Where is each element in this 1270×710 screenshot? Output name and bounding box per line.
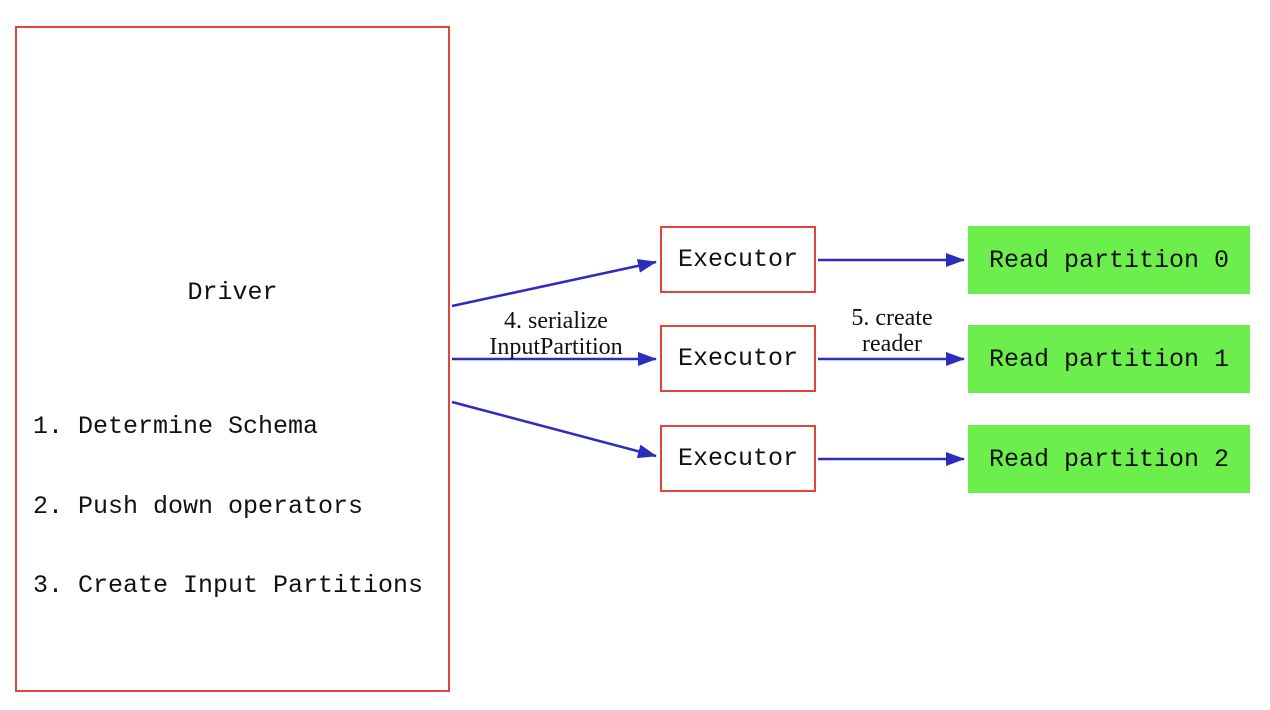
read-partition-label-2: Read partition 2 bbox=[988, 444, 1230, 474]
edge-label-reader-line1: 5. create bbox=[851, 305, 933, 331]
edge-label-serialize-line1: 4. serialize bbox=[504, 308, 608, 334]
executor-label-0: Executor bbox=[677, 245, 799, 274]
driver-step-create-input-partitions: 3. Create Input Partitions bbox=[33, 571, 424, 600]
executor-label-2: Executor bbox=[677, 444, 799, 473]
arrow-driver-to-executor-2 bbox=[451, 400, 657, 459]
executor-label-1: Executor bbox=[677, 344, 799, 373]
edge-label-create-reader: 5. create reader bbox=[802, 305, 982, 357]
executor-box-0: Executor bbox=[660, 226, 816, 293]
driver-step-push-down-operators: 2. Push down operators bbox=[33, 491, 364, 521]
edge-label-serialize-inputpartition: 4. serialize InputPartition bbox=[446, 308, 666, 360]
arrow-driver-to-executor-0 bbox=[451, 258, 657, 308]
read-partition-box-0: Read partition 0 bbox=[968, 226, 1250, 294]
driver-title: Driver bbox=[187, 278, 278, 307]
read-partition-label-0: Read partition 0 bbox=[988, 245, 1230, 275]
executor-box-2: Executor bbox=[660, 425, 816, 492]
read-partition-box-1: Read partition 1 bbox=[968, 325, 1250, 393]
read-partition-box-2: Read partition 2 bbox=[968, 425, 1250, 493]
driver-box: Driver 1. Determine Schema 2. Push down … bbox=[15, 26, 450, 692]
driver-steps-list: 1. Determine Schema 2. Push down operato… bbox=[33, 361, 423, 653]
read-partition-label-1: Read partition 1 bbox=[988, 344, 1230, 374]
edge-label-reader-line2: reader bbox=[862, 331, 922, 357]
executor-box-1: Executor bbox=[660, 325, 816, 392]
driver-step-determine-schema: 1. Determine Schema bbox=[33, 412, 319, 441]
edge-label-serialize-line2: InputPartition bbox=[489, 334, 623, 360]
